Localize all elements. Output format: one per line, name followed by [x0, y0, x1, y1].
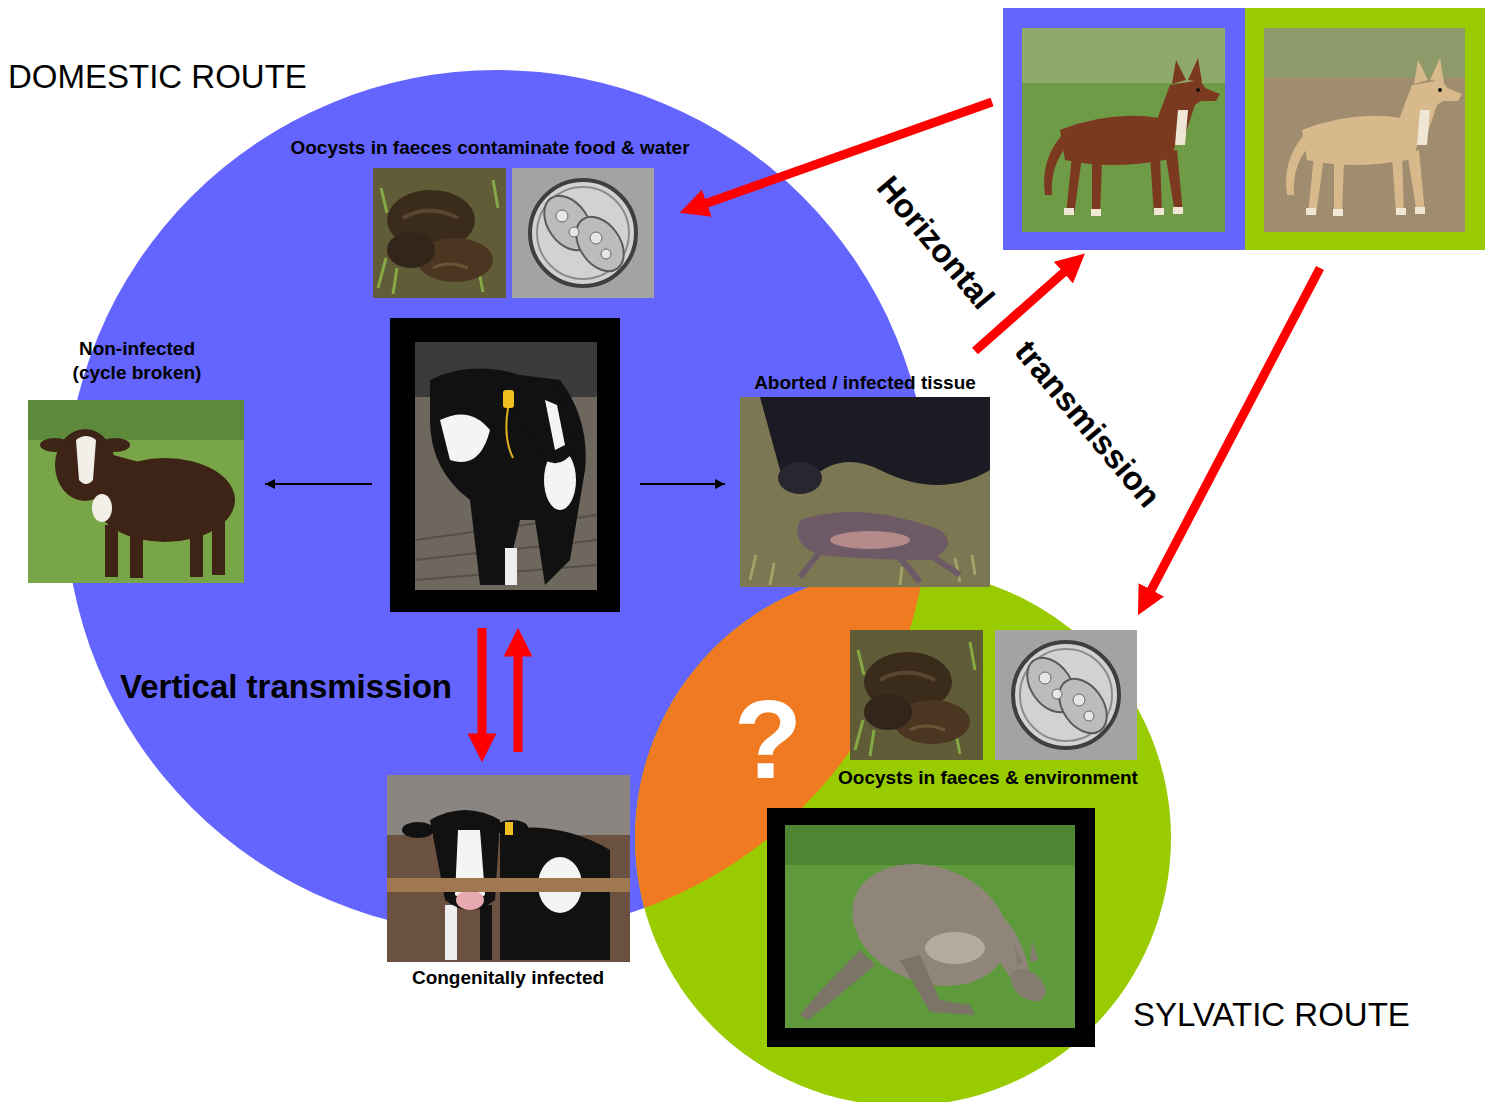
oocyst-photos — [995, 630, 1137, 760]
text-holder: Oocysts in faeces contaminate food & wat… — [290, 136, 689, 160]
congenital-calf-photo — [387, 775, 630, 962]
calf-photo — [76, 436, 96, 484]
transmission-arrows — [478, 628, 487, 745]
route-heading: DOMESTIC ROUTE — [8, 56, 307, 97]
congenital-calf-photo — [496, 820, 528, 836]
transmission-label: Vertical transmission — [120, 666, 452, 707]
calf-photo — [28, 400, 244, 583]
aborted-fetus-photo — [740, 397, 990, 587]
oocyst-photos — [373, 168, 506, 298]
transmission-arrows — [1146, 268, 1320, 600]
text-holder: Non-infected (cycle broken) — [52, 337, 222, 385]
cow-photo — [415, 342, 597, 590]
photo-caption: Congenitally infected — [412, 966, 604, 990]
congenital-calf-photo — [480, 905, 492, 960]
congenital-calf-photo — [430, 810, 500, 910]
kangaroo-photo — [925, 932, 985, 964]
text-holder: Vertical transmission — [120, 666, 452, 707]
dog-photos — [1044, 58, 1220, 216]
text-holder: Aborted / infected tissue — [754, 371, 976, 395]
dog-photos — [1286, 58, 1462, 216]
congenital-calf-photo — [387, 878, 630, 892]
text-holder: SYLVATIC ROUTE — [1133, 994, 1410, 1035]
congenital-calf-photo — [402, 822, 434, 838]
cow-photo — [390, 318, 620, 612]
cow-photo — [390, 318, 620, 612]
oocyst-photos — [512, 168, 654, 298]
aborted-fetus-photo — [800, 552, 960, 582]
calf-photo — [105, 520, 225, 578]
route-heading: SYLVATIC ROUTE — [1133, 994, 1410, 1035]
dog-photos — [1022, 28, 1225, 232]
text-holder: Oocysts in faeces & environment — [838, 766, 1138, 790]
aborted-fetus-photo — [778, 462, 822, 494]
calf-photo — [100, 438, 130, 452]
kangaroo-photo — [1004, 962, 1051, 1008]
calf-photo — [28, 400, 244, 440]
cow-photo — [500, 379, 575, 463]
unknown-route-mark: ? — [734, 684, 802, 796]
aborted-fetus-photo — [740, 397, 990, 587]
kangaroo-photo — [800, 950, 875, 1020]
cow-photo — [503, 390, 514, 408]
transmission-arrows — [640, 483, 725, 485]
cow-photo — [506, 408, 513, 458]
dog-photos — [1245, 8, 1485, 250]
text-holder: Congenitally infected — [412, 966, 604, 990]
kangaroo-photo — [767, 808, 1095, 1047]
calf-photo — [40, 438, 70, 452]
kangaroo-photo — [900, 955, 975, 1015]
photo-caption: Oocysts in faeces contaminate food & wat… — [290, 136, 689, 160]
text-holder: ? — [734, 684, 802, 796]
text-holder: DOMESTIC ROUTE — [8, 56, 307, 97]
congenital-calf-photo — [445, 905, 457, 960]
congenital-calf-photo — [505, 822, 513, 835]
route-overlap-region — [65, 70, 929, 934]
aborted-fetus-photo — [830, 531, 910, 549]
route-circle-fill — [65, 70, 929, 934]
congenital-calf-photo — [500, 828, 610, 961]
photo-caption: Aborted / infected tissue — [754, 371, 976, 395]
calf-photo — [28, 400, 244, 583]
dog-photos — [1003, 8, 1485, 250]
cow-photo — [505, 548, 517, 585]
kangaroo-photo — [1013, 940, 1038, 966]
transmission-arrows — [514, 645, 523, 752]
dog-photos — [1003, 8, 1245, 250]
photo-caption: Non-infected (cycle broken) — [52, 337, 222, 385]
congenital-calf-photo — [387, 775, 630, 962]
kangaroo-photo — [785, 825, 1075, 865]
oocyst-photos — [850, 630, 983, 760]
kangaroo-photo — [767, 808, 1095, 1047]
kangaroo-photo — [785, 825, 1075, 1028]
cow-photo — [545, 400, 565, 450]
transmission-arrows — [265, 483, 372, 485]
cow-photo — [430, 369, 586, 585]
calf-photo — [92, 494, 112, 522]
dog-photos — [1264, 28, 1465, 232]
photo-caption: Oocysts in faeces & environment — [838, 766, 1138, 790]
congenital-calf-photo — [456, 890, 484, 910]
cow-photo — [440, 414, 490, 462]
